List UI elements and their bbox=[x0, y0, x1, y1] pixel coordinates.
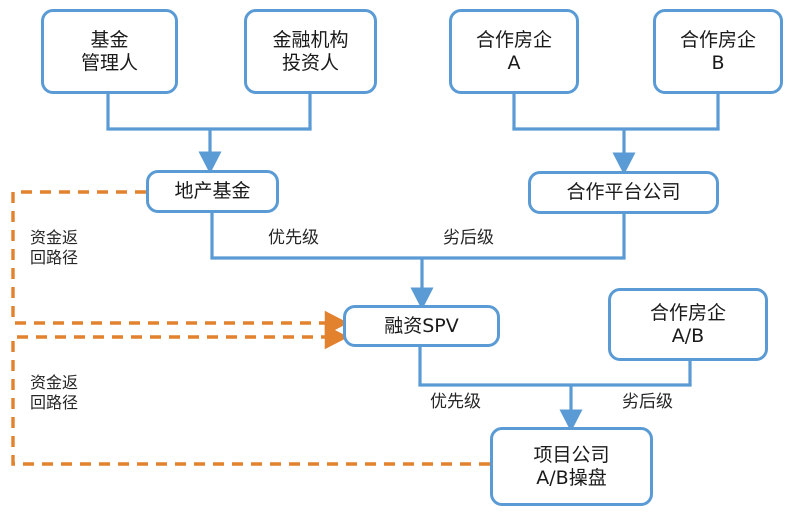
node-project-company[interactable]: 项目公司 A/B操盘 bbox=[490, 427, 653, 506]
edge-label-junior-upper: 劣后级 bbox=[443, 228, 494, 248]
node-partner-ab[interactable]: 合作房企 A/B bbox=[608, 288, 768, 361]
return-path-lower-label: 资金返 回路径 bbox=[30, 373, 79, 412]
node-partner-b[interactable]: 合作房企 B bbox=[653, 9, 783, 94]
node-fund-manager[interactable]: 基金 管理人 bbox=[41, 9, 178, 94]
edge-label-senior-upper: 优先级 bbox=[268, 228, 319, 248]
edge-label-senior-lower: 优先级 bbox=[430, 392, 481, 412]
edge-label-junior-lower: 劣后级 bbox=[622, 392, 673, 412]
node-financing-spv[interactable]: 融资SPV bbox=[343, 305, 500, 347]
node-platform-company[interactable]: 合作平台公司 bbox=[528, 171, 719, 214]
node-partner-a[interactable]: 合作房企 A bbox=[449, 9, 579, 94]
node-property-fund[interactable]: 地产基金 bbox=[146, 170, 279, 213]
return-path-upper-label: 资金返 回路径 bbox=[30, 228, 79, 267]
node-financial-investor[interactable]: 金融机构 投资人 bbox=[244, 9, 377, 94]
return-path-lower-line bbox=[11, 324, 490, 466]
return-path-upper-line bbox=[11, 190, 349, 336]
